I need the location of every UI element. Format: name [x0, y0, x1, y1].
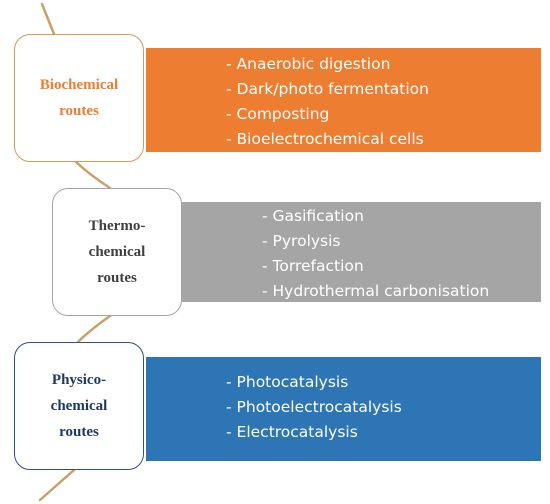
- route-title: Physico- chemical routes: [50, 372, 108, 440]
- method-item: Electrocatalysis: [226, 420, 541, 445]
- method-item: Bioelectrochemical cells: [226, 127, 541, 152]
- thermochemical-methods-panel: Gasification Pyrolysis Torrefaction Hydr…: [182, 202, 541, 302]
- method-item: Dark/photo fermentation: [226, 77, 541, 102]
- method-item: Pyrolysis: [262, 229, 541, 254]
- route-title: Biochemical routes: [39, 77, 119, 119]
- biochemical-routes-box: Biochemical routes: [14, 34, 144, 162]
- biochemical-methods-panel: Anaerobic digestion Dark/photo fermentat…: [146, 48, 541, 152]
- physicochemical-methods-panel: Photocatalysis Photoelectrocatalysis Ele…: [146, 357, 541, 461]
- method-item: Photoelectrocatalysis: [226, 395, 541, 420]
- method-item: Torrefaction: [262, 254, 541, 279]
- method-item: Gasification: [262, 204, 541, 229]
- physicochemical-routes-box: Physico- chemical routes: [14, 342, 144, 470]
- method-item: Hydrothermal carbonisation: [262, 279, 541, 304]
- route-title: Thermo- chemical routes: [88, 218, 146, 286]
- method-item: Composting: [226, 102, 541, 127]
- thermochemical-routes-box: Thermo- chemical routes: [52, 188, 182, 316]
- method-item: Photocatalysis: [226, 370, 541, 395]
- method-item: Anaerobic digestion: [226, 52, 541, 77]
